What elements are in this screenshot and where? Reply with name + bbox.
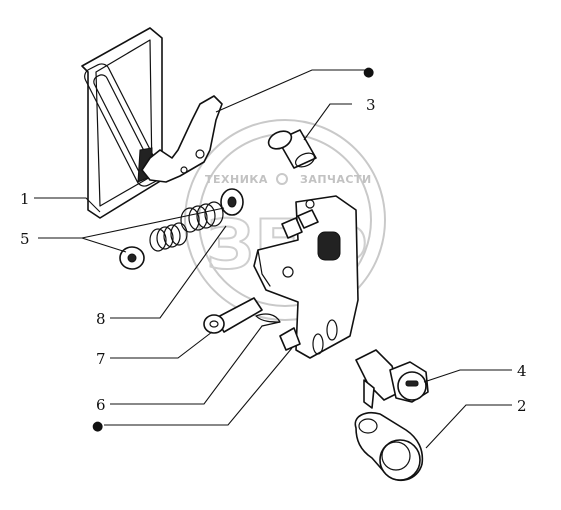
leader-5-b (81, 237, 127, 253)
callout-6: 6 (96, 396, 106, 414)
watermark-word-right: ЗАПЧАСТИ (300, 173, 372, 186)
leader-3 (303, 103, 352, 141)
leader-dot-bottom (104, 347, 293, 426)
leader-4 (423, 369, 512, 383)
callout-labels: 1 3 ● 5 8 7 6 ● 4 2 (20, 65, 527, 434)
handle-plate-part-1 (81, 27, 163, 219)
leader-8 (110, 225, 227, 319)
washer-part-5-a (220, 188, 244, 216)
callout-4: 4 (517, 362, 527, 380)
latch-bracket-part (253, 195, 359, 359)
cotter-pin-part-6 (255, 313, 281, 327)
leader-lines (34, 69, 512, 449)
watermark-word-left: ТЕХНИКА (205, 173, 268, 186)
pin-part-3 (267, 129, 317, 169)
callout-dot-top: ● (363, 65, 374, 80)
lever-part (141, 95, 223, 183)
leader-6 (110, 325, 263, 405)
cap-part-2 (354, 412, 424, 482)
clevis-pin-part-7 (203, 297, 263, 334)
spring-part-8-a (180, 201, 224, 233)
leader-2 (425, 404, 512, 449)
lock-cylinder-part-4 (355, 349, 429, 409)
washer-part-5-b (119, 246, 145, 270)
leader-5-a (38, 207, 225, 239)
callout-3: 3 (366, 96, 376, 114)
callout-5: 5 (20, 230, 30, 248)
leader-7 (110, 331, 213, 359)
callout-2: 2 (517, 397, 527, 415)
callout-7: 7 (96, 350, 106, 368)
leader-dot-top (215, 69, 366, 113)
callout-1: 1 (20, 190, 30, 208)
callout-8: 8 (96, 310, 106, 328)
leader-1 (34, 197, 101, 213)
callout-dot-bottom: ● (92, 419, 103, 434)
spring-part-8-b (149, 222, 188, 252)
